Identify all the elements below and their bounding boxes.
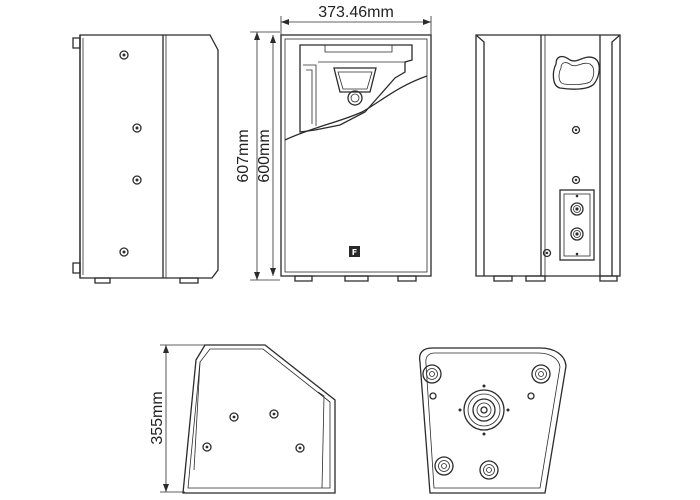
depth-dimension-label: 355mm: [149, 391, 166, 444]
screw-icon: [527, 392, 535, 400]
side-mount-point: [119, 247, 129, 257]
rear-view: [475, 34, 621, 282]
side-mount-point: [295, 443, 305, 453]
side-mount-point: [229, 412, 239, 422]
side-mount-point: [202, 442, 212, 452]
foot-icon: [531, 364, 551, 384]
pole-mount-icon: [458, 384, 510, 436]
height-overall-label: 607mm: [235, 129, 252, 182]
height-body-label: 600mm: [256, 129, 273, 182]
width-dimension: 373.46mm: [280, 4, 432, 36]
depth-dimension: 355mm: [149, 344, 205, 493]
speakon-connector-icon: [570, 202, 584, 216]
rear-mount-point: [571, 125, 581, 135]
bottom-view: [418, 347, 567, 494]
front-horn: [284, 44, 428, 141]
foot-icon: [479, 460, 499, 480]
speakon-connector-icon: [570, 227, 584, 241]
side-mount-point: [132, 123, 142, 133]
screw-icon: [429, 392, 437, 400]
side-mount-point: [132, 175, 142, 185]
brand-logo-mark: F: [352, 248, 357, 257]
width-dimension-label: 373.46mm: [318, 4, 394, 21]
side-mount-point: [119, 50, 129, 60]
angled-side-view: 355mm: [149, 344, 336, 494]
brand-logo: F: [349, 246, 360, 257]
front-view: 373.46mm 607mm 600mm: [235, 4, 432, 282]
connector-panel: [559, 189, 595, 261]
height-dimensions: 607mm 600mm: [235, 31, 280, 281]
carry-handle: [552, 55, 600, 90]
rear-mount-point: [542, 248, 552, 258]
rear-mount-point: [571, 175, 581, 185]
foot-icon: [434, 456, 454, 476]
side-mount-point: [269, 409, 279, 419]
side-view: [72, 34, 219, 284]
foot-icon: [422, 364, 442, 384]
